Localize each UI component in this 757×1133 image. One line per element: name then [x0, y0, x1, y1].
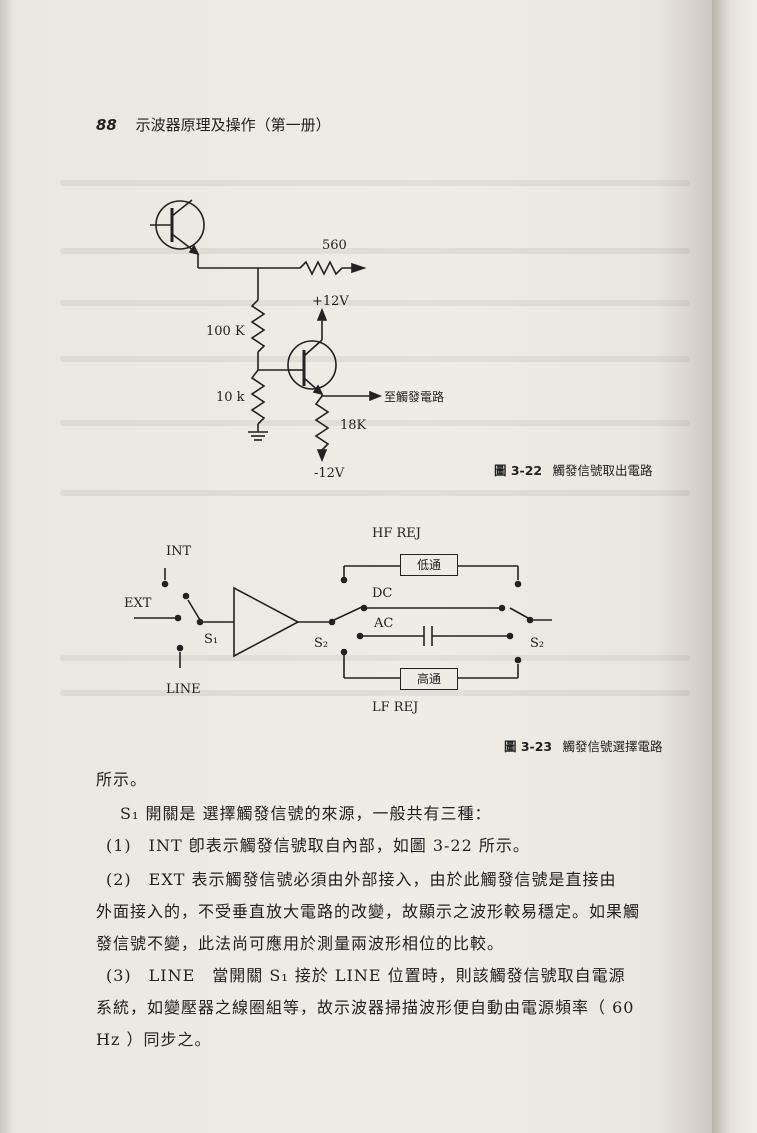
label-s2-right: S₂ [530, 636, 545, 651]
label-line: LINE [166, 682, 201, 697]
body-text-line: 發信號不變，此法尚可應用於測量兩波形相位的比較。 [96, 934, 505, 953]
body-text-line: (2) EXT 表示觸發信號必須由外部接入，由於此觸發信號是直接由 [106, 870, 617, 889]
resistor-560 [299, 260, 352, 276]
amplifier-icon [233, 586, 300, 658]
caption-number: 圖 3-23 [504, 739, 553, 754]
bleed-through-line [60, 248, 690, 254]
book-page: 88 示波器原理及操作（第一册） [0, 0, 712, 1133]
body-text-line: 系統，如變壓器之線圈組等，故示波器掃描波形便自動由電源頻率（ 60 [96, 998, 635, 1017]
label-lf-rej: LF REJ [372, 700, 419, 715]
label-ac: AC [374, 616, 394, 631]
body-text-line: 外面接入的，不受垂直放大電路的改變，故顯示之波形較易穩定。如果觸 [96, 902, 641, 921]
bleed-through-line [60, 690, 690, 696]
label-s2-left: S₂ [314, 636, 329, 651]
bleed-through-line [60, 300, 690, 306]
resistor-18k [314, 395, 330, 451]
body-text-line: Hz ）同步之。 [96, 1030, 212, 1049]
resistor-10k [250, 369, 266, 425]
bleed-through-line [60, 490, 690, 496]
label-10k: 10 k [216, 390, 245, 405]
label-560: 560 [322, 238, 347, 253]
label-minus12v: -12V [314, 466, 345, 481]
label-plus12v: +12V [312, 294, 349, 309]
label-dc: DC [372, 586, 393, 601]
caption-number: 圖 3-22 [494, 463, 543, 478]
label-hf-rej: HF REJ [372, 526, 421, 541]
figure-3-22-schematic [150, 199, 383, 463]
figure-3-23-schematic [134, 565, 552, 679]
page-edge [712, 0, 757, 1133]
running-title: 示波器原理及操作（第一册） [135, 116, 331, 134]
highpass-filter-box: 高通 [400, 668, 458, 690]
lowpass-filter-box: 低通 [400, 554, 458, 576]
label-100k: 100 K [206, 324, 245, 339]
label-int: INT [166, 544, 192, 559]
resistor-100k [250, 299, 266, 353]
page-header: 88 示波器原理及操作（第一册） [96, 114, 331, 135]
bleed-through-line [60, 180, 690, 186]
bleed-through-line [60, 655, 690, 661]
body-text-line: (1) INT 卽表示觸發信號取自內部，如圖 3-22 所示。 [106, 836, 530, 855]
page-number: 88 [96, 116, 117, 134]
label-to-trigger: 至觸發電路 [384, 390, 445, 404]
bleed-through-line [60, 420, 690, 426]
caption-text: 觸發信號取出電路 [552, 463, 653, 478]
caption-text: 觸發信號選擇電路 [562, 739, 663, 754]
label-18k: 18K [340, 418, 367, 433]
figure-3-23-caption: 圖 3-23 觸發信號選擇電路 [504, 736, 663, 755]
figure-3-22-caption: 圖 3-22 觸發信號取出電路 [494, 460, 653, 479]
bleed-through-line [60, 356, 690, 362]
label-s1: S₁ [204, 632, 219, 647]
body-text-line: (3) LINE 當開關 S₁ 接於 LINE 位置時，則該觸發信號取自電源 [106, 966, 626, 985]
transistor-2-icon [287, 340, 337, 390]
body-text-line: S₁ 開關是 選擇觸發信號的來源，一般共有三種： [120, 804, 492, 823]
body-text-line: 所示。 [96, 770, 148, 789]
label-ext: EXT [124, 596, 152, 611]
